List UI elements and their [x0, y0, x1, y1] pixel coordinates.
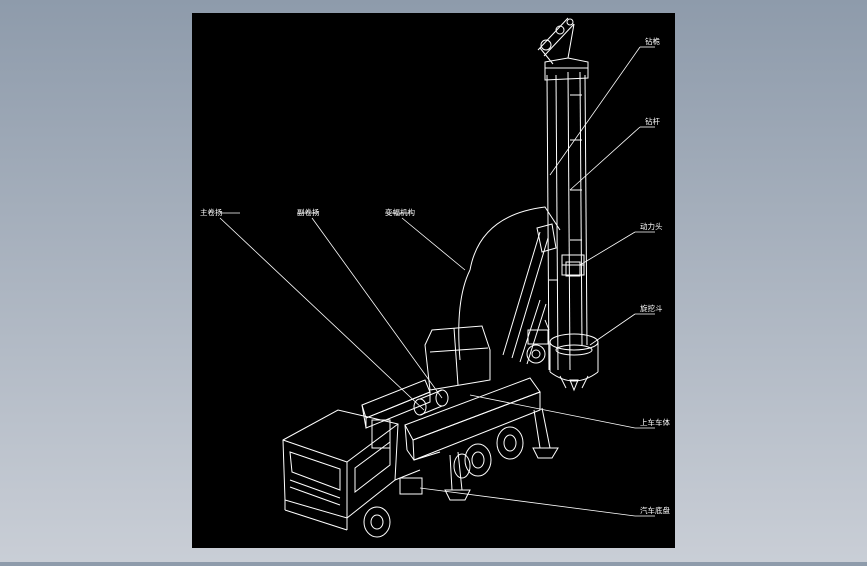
- label-drill-mast-top: 钻桅: [645, 36, 660, 46]
- label-aux-winch: 副卷扬: [297, 207, 320, 217]
- label-drill-bucket: 旋挖斗: [640, 303, 663, 313]
- label-truck-chassis: 汽车底盘: [640, 505, 670, 515]
- label-main-winch: 主卷扬: [200, 207, 223, 217]
- leader-lines: [219, 46, 655, 517]
- label-drill-rod: 钻杆: [645, 116, 660, 126]
- upper-body: [361, 325, 541, 461]
- canvas-background: [192, 13, 675, 548]
- callout-labels: 钻桅 钻杆 主卷扬 副卷扬 变幅机构 动力头 旋挖斗 上车车体 汽车底盘: [200, 36, 670, 515]
- label-power-head: 动力头: [640, 221, 663, 231]
- outriggers: [444, 407, 559, 501]
- label-luffing-mechanism: 变幅机构: [385, 207, 415, 217]
- drill-mast: [537, 17, 589, 371]
- drill-bucket: [549, 333, 599, 392]
- drill-rig-drawing: [282, 17, 599, 538]
- truck-wheels: [363, 426, 524, 538]
- label-upper-body: 上车车体: [640, 417, 670, 427]
- luffing-arms: [458, 206, 561, 365]
